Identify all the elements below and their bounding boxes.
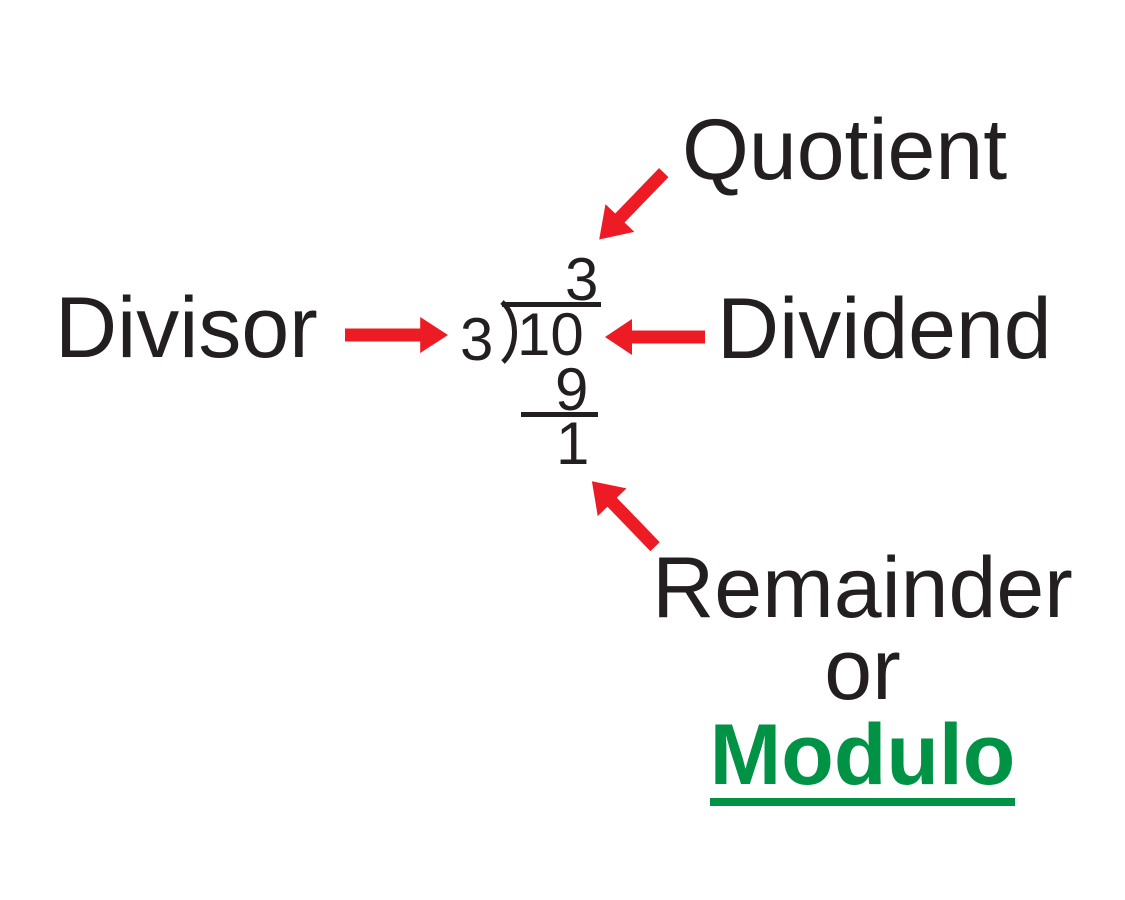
vinculum-line: [502, 302, 601, 307]
quotient-arrow-icon: [599, 168, 669, 240]
quotient-value: 3: [565, 246, 599, 313]
modulo-label-line: Modulo: [640, 712, 1085, 806]
modulo-label: Modulo: [709, 712, 1016, 806]
product-value: 9: [555, 356, 589, 423]
divisor-label: Divisor: [55, 280, 318, 376]
remainder-label: Remainder: [652, 540, 1073, 636]
subtraction-line: [521, 412, 598, 417]
divisor-arrow-icon: [345, 317, 448, 353]
quotient-label: Quotient: [682, 102, 1008, 198]
or-label: or: [824, 622, 901, 718]
dividend-label: Dividend: [717, 281, 1052, 377]
remainder-value: 1: [556, 410, 590, 477]
dividend-value: 10: [517, 301, 584, 368]
dividend-arrow-icon: [605, 319, 705, 355]
remainder-arrow-icon: [591, 481, 660, 552]
divisor-value: 3: [460, 306, 494, 373]
